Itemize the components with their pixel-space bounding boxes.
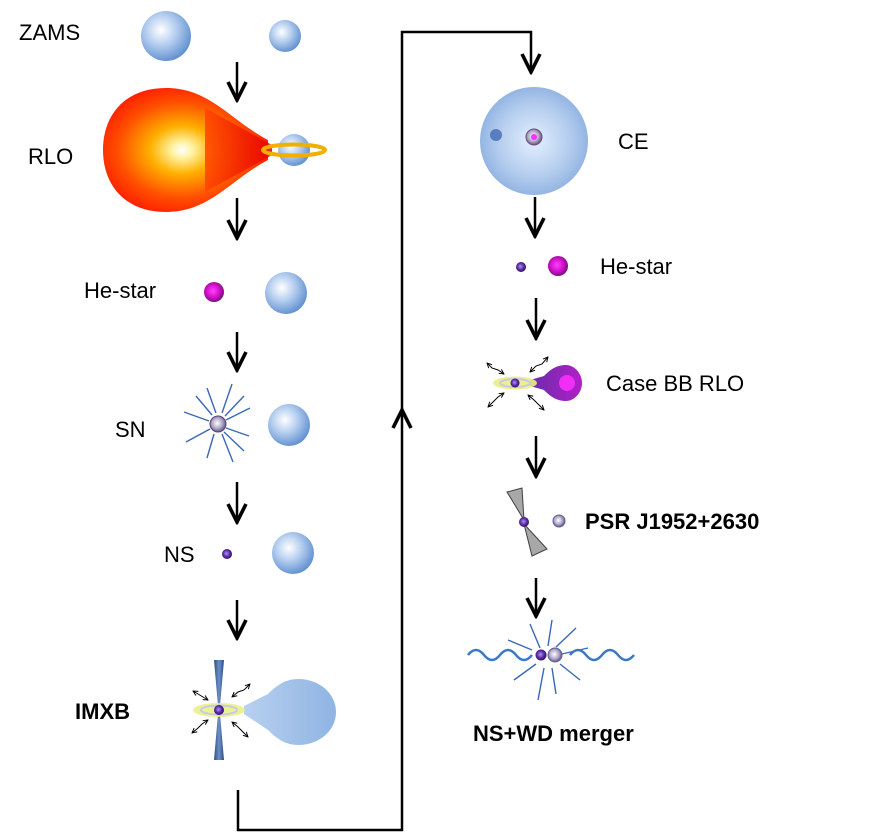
pulsar-beam-top [506, 487, 525, 521]
mass-transfer-stream [205, 108, 272, 192]
supernova [183, 383, 251, 463]
roche-lobe-donor [103, 88, 268, 212]
neutron-star [214, 705, 224, 715]
label-psr: PSR J1952+2630 [585, 509, 760, 534]
label-sn: SN [115, 417, 146, 442]
gravitational-wave-right [569, 648, 635, 662]
helium-star [548, 256, 568, 276]
label-imxb: IMXB [75, 699, 130, 724]
helium-star-lobe [530, 365, 582, 401]
neutron-star [222, 549, 232, 559]
companion-star [268, 404, 310, 446]
label-he-star-right: He-star [600, 254, 673, 279]
white-dwarf [552, 514, 566, 528]
label-merger: NS+WD merger [473, 721, 634, 746]
common-envelope [480, 87, 588, 195]
helium-star-core [559, 375, 575, 391]
imxb-system [192, 660, 336, 760]
label-ce: CE [618, 129, 649, 154]
neutron-star [519, 517, 529, 527]
connector-imxb-to-ce [236, 30, 531, 832]
zams-binary [141, 11, 301, 61]
radiation-arrows [487, 357, 548, 410]
label-zams: ZAMS [19, 20, 81, 45]
white-dwarf [547, 647, 563, 663]
zams-secondary-star [269, 20, 301, 52]
radiation-arrows [192, 684, 250, 737]
label-he-star-left: He-star [84, 278, 157, 303]
pulsar-system [506, 487, 566, 557]
helium-star [204, 282, 224, 302]
rlo-binary [103, 88, 327, 212]
jet-bottom [214, 714, 224, 760]
neutron-star [516, 262, 526, 272]
he-star-binary-left [204, 272, 307, 314]
accretor-star [278, 134, 310, 166]
supernova-remnant-core [209, 415, 227, 433]
core-center [531, 134, 537, 140]
accretion-ring [261, 142, 327, 158]
pulsar-beam-bottom [523, 523, 548, 557]
inspiralling-star [490, 129, 502, 141]
label-rlo: RLO [28, 144, 74, 169]
case-bb-rlo-system [487, 357, 582, 410]
merger-event [467, 619, 635, 701]
label-ns: NS [164, 542, 195, 567]
gravitational-wave-left [467, 648, 533, 662]
jet-top [214, 660, 224, 706]
neutron-star [535, 649, 547, 661]
zams-primary-star [141, 11, 191, 61]
companion-star [265, 272, 307, 314]
neutron-star [510, 378, 520, 388]
companion-star [272, 532, 314, 574]
label-case-bb-rlo: Case BB RLO [606, 371, 745, 396]
donor-roche-lobe [244, 679, 336, 745]
